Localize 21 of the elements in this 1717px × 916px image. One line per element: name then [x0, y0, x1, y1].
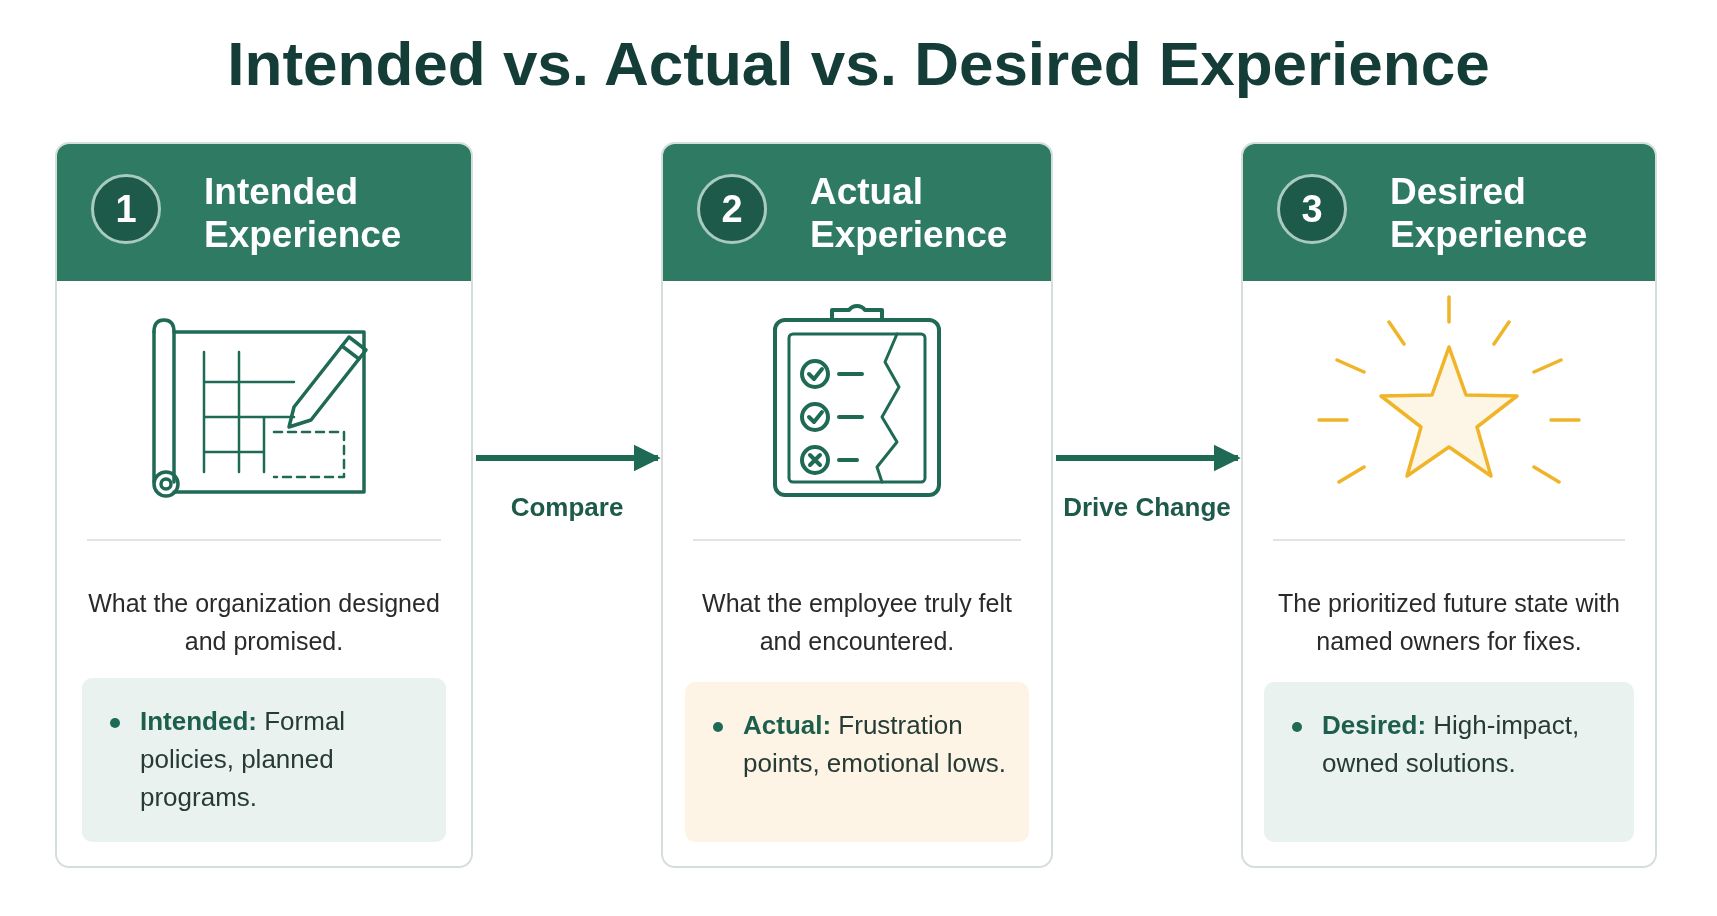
highlight-box	[1264, 682, 1634, 842]
description: What the employee truly felt and encountered.	[701, 588, 1013, 657]
description: The prioritized future state with named owners for fixes.	[1277, 588, 1621, 657]
card-title: Desired Experience	[1390, 170, 1589, 256]
step-number: 1	[91, 174, 161, 244]
arrow	[1056, 444, 1241, 472]
bullet-text: Actual: Frustration points, emotional lows.	[743, 709, 1008, 780]
title: Intended vs. Actual vs. Desired Experience	[226, 28, 1491, 99]
step-number: 3	[1277, 174, 1347, 244]
bullet-text: Desired: High-impact, owned solutions.	[1322, 709, 1581, 780]
experience-card	[1241, 142, 1657, 868]
arrow	[476, 444, 661, 472]
highlight-box	[82, 678, 446, 842]
step-number: 2	[697, 174, 767, 244]
experience-card	[55, 142, 473, 868]
card-title: Intended Experience	[204, 170, 403, 256]
highlight-box	[685, 682, 1029, 842]
description: What the organization designed and promised.	[87, 588, 441, 657]
experience-card	[661, 142, 1053, 868]
bullet-text: Intended: Formal policies, planned programs.	[140, 705, 347, 814]
card-title: Actual Experience	[810, 170, 1009, 256]
